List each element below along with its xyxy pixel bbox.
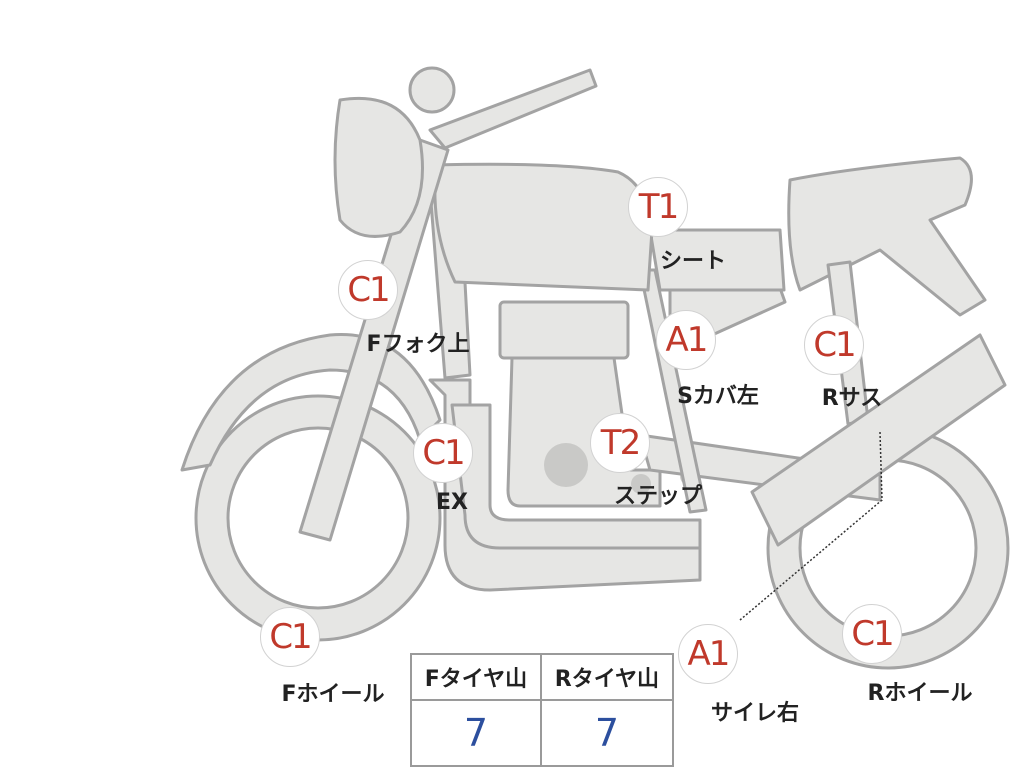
rear-tire-tread-header: Rタイヤ山 bbox=[539, 653, 675, 701]
muffler-shape bbox=[750, 333, 1007, 547]
marker-step[interactable]: T2 bbox=[590, 413, 650, 473]
marker-front-fork-top[interactable]: C1 bbox=[338, 260, 398, 320]
tire-tread-value-row: 7 7 bbox=[410, 699, 675, 767]
front-tire-tread-header: Fタイヤ山 bbox=[410, 653, 542, 701]
headlight-shape bbox=[333, 96, 424, 238]
front-tire-tread-value: 7 bbox=[410, 699, 542, 767]
label-rear-suspension: Rサス bbox=[821, 386, 883, 411]
label-front-wheel: Fホイール bbox=[281, 682, 385, 707]
marker-rear-suspension[interactable]: C1 bbox=[804, 315, 864, 375]
marker-rear-wheel[interactable]: C1 bbox=[842, 604, 902, 664]
label-rear-wheel: Rホイール bbox=[867, 681, 973, 706]
tire-tread-table: Fタイヤ山 Rタイヤ山 7 7 bbox=[410, 653, 675, 767]
muffler-leader-line bbox=[739, 431, 883, 621]
tire-tread-header-row: Fタイヤ山 Rタイヤ山 bbox=[410, 653, 675, 701]
seat-shape bbox=[648, 228, 786, 292]
engine-cover-circle bbox=[544, 443, 588, 487]
rear-cowl-shape bbox=[787, 156, 987, 317]
label-front-fork-top: Fフォク上 bbox=[366, 332, 470, 357]
marker-side-cover-left[interactable]: A1 bbox=[656, 310, 716, 370]
label-exhaust: EX bbox=[436, 490, 468, 515]
marker-muffler-right[interactable]: A1 bbox=[678, 624, 738, 684]
label-step: ステップ bbox=[613, 484, 703, 509]
handlebar-shape bbox=[428, 68, 598, 150]
engine-head-shape bbox=[498, 300, 630, 360]
label-seat: シート bbox=[659, 249, 727, 274]
label-muffler-right: サイレ右 bbox=[710, 701, 800, 726]
marker-front-wheel[interactable]: C1 bbox=[260, 607, 320, 667]
marker-exhaust[interactable]: C1 bbox=[413, 423, 473, 483]
fuel-tank-shape bbox=[433, 162, 654, 292]
marker-seat[interactable]: T1 bbox=[628, 177, 688, 237]
label-side-cover-left: Sカバ左 bbox=[677, 384, 759, 409]
rear-tire-tread-value: 7 bbox=[539, 699, 675, 767]
exhaust-pipe-upper bbox=[450, 403, 702, 550]
front-fork-shape bbox=[298, 138, 450, 542]
mirror-shape bbox=[408, 66, 456, 114]
engine-bolt-left bbox=[631, 474, 651, 494]
